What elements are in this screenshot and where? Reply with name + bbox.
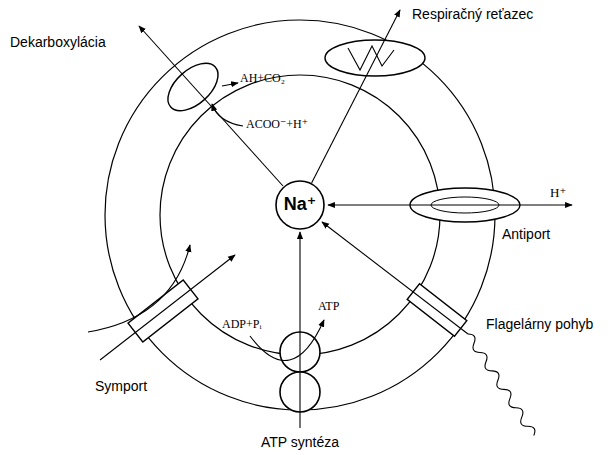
- node-text: Na⁺: [284, 195, 317, 215]
- sodium-arrow: [322, 222, 468, 334]
- component-label: Flagelárny pohyb: [486, 316, 593, 332]
- ion-label: H⁺: [550, 186, 566, 201]
- flagellum: [468, 334, 535, 436]
- component-label: Respiračný reťazec: [412, 6, 533, 22]
- sodium-arrow: [139, 26, 283, 186]
- chemical-label: AH+CO₂: [240, 72, 285, 86]
- chemical-label: ACOO⁻+H⁺: [246, 118, 308, 132]
- component-label: Antiport: [502, 226, 550, 242]
- sodium-arrow: [299, 232, 300, 428]
- component-label: Symport: [95, 378, 147, 394]
- chemical-label: ADP+Pᵢ: [222, 318, 261, 332]
- cosubstrate-arrow: [88, 245, 190, 332]
- component-label: Dekarboxylácia: [10, 34, 106, 50]
- decarboxylase: [159, 54, 226, 119]
- component-label: ATP syntéza: [261, 434, 339, 450]
- ion-circle: Na⁺: [275, 180, 325, 230]
- chemical-label: ATP: [318, 300, 339, 314]
- circle-border: [276, 181, 324, 229]
- exchange-arrow: [328, 204, 572, 205]
- substrate-arrow: [212, 104, 243, 126]
- product-arrow: [222, 83, 238, 86]
- sodium-arrow: [312, 10, 400, 183]
- sodium-arrow: [100, 255, 235, 360]
